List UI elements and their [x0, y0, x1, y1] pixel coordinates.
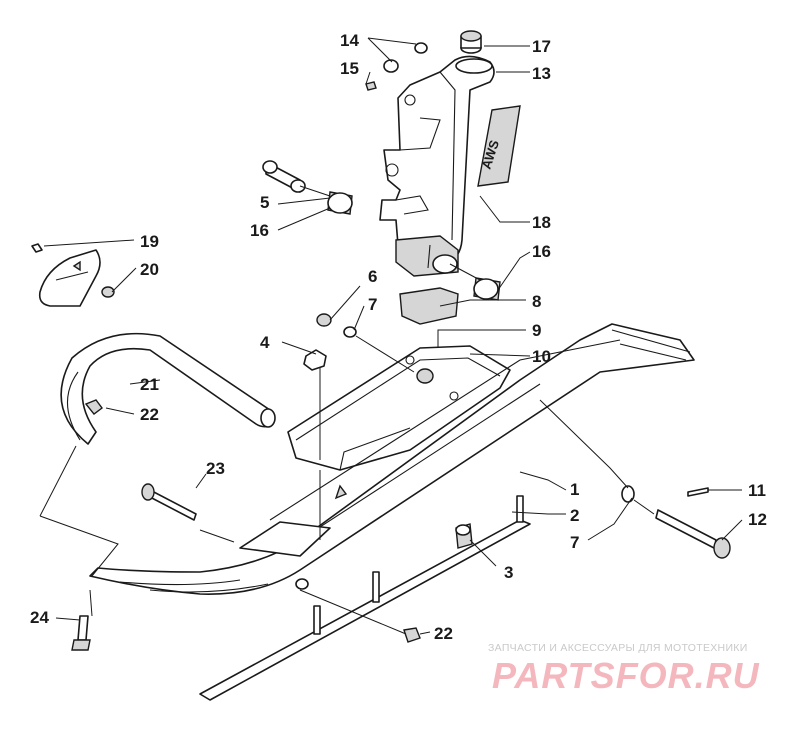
washer: [383, 59, 399, 73]
washer: [414, 42, 428, 54]
nut: [316, 313, 332, 327]
bolt: [71, 615, 91, 651]
saddle-bracket: [287, 345, 511, 471]
ski-loop: [60, 332, 276, 445]
callout-16: 16: [532, 242, 551, 261]
callout-21: 21: [140, 375, 159, 394]
bushing: [327, 191, 353, 215]
handle-cap: [38, 249, 101, 307]
callout-19: 19: [140, 232, 159, 251]
stud-nut: [455, 523, 473, 549]
bolt: [141, 483, 197, 521]
screw: [31, 243, 43, 253]
nut: [365, 81, 377, 91]
ski-body: [89, 323, 695, 595]
nut: [101, 286, 115, 298]
bushing: [473, 277, 501, 301]
callout-2: 2: [570, 506, 580, 525]
watermark-logo: PARTSFOR.RU: [492, 655, 760, 696]
damper-block: [399, 287, 459, 325]
callout-22: 22: [434, 624, 453, 643]
callout-22: 22: [140, 405, 159, 424]
nut: [403, 627, 421, 643]
leader-lines: [39, 37, 743, 635]
callout-12: 12: [748, 510, 767, 529]
callout-1: 1: [570, 480, 580, 499]
callout-5: 5: [260, 193, 270, 212]
callout-3: 3: [504, 563, 514, 582]
washer: [343, 326, 357, 338]
callout-10: 10: [532, 347, 551, 366]
wear-bar: [199, 519, 531, 701]
callout-17: 17: [532, 37, 551, 56]
decal: AWS: [477, 105, 521, 187]
callout-15: 15: [340, 59, 359, 78]
callout-7: 7: [570, 533, 580, 552]
callout-6: 6: [368, 267, 378, 286]
spindle-assembly: [379, 55, 495, 277]
spindle-cap: [460, 30, 482, 54]
callout-24: 24: [30, 608, 49, 627]
callout-11: 11: [748, 481, 766, 500]
nut: [84, 399, 103, 415]
callout-23: 23: [206, 459, 225, 478]
spindle-bolt: [655, 509, 731, 559]
callout-16: 16: [250, 221, 269, 240]
callout-7: 7: [368, 295, 378, 314]
washer: [621, 485, 635, 503]
callout-18: 18: [532, 213, 551, 232]
callout-20: 20: [140, 260, 159, 279]
cotter-pin: [687, 487, 709, 497]
lock-nut: [303, 349, 327, 371]
callout-9: 9: [532, 321, 542, 340]
callout-13: 13: [532, 64, 551, 83]
callout-14: 14: [340, 31, 359, 50]
bushing: [262, 160, 306, 193]
watermark-caption: ЗАПЧАСТИ И АКСЕССУАРЫ ДЛЯ МОТОТЕХНИКИ: [488, 642, 748, 654]
wear-bar-studs: [313, 495, 524, 635]
callout-8: 8: [532, 292, 542, 311]
callout-4: 4: [260, 333, 270, 352]
